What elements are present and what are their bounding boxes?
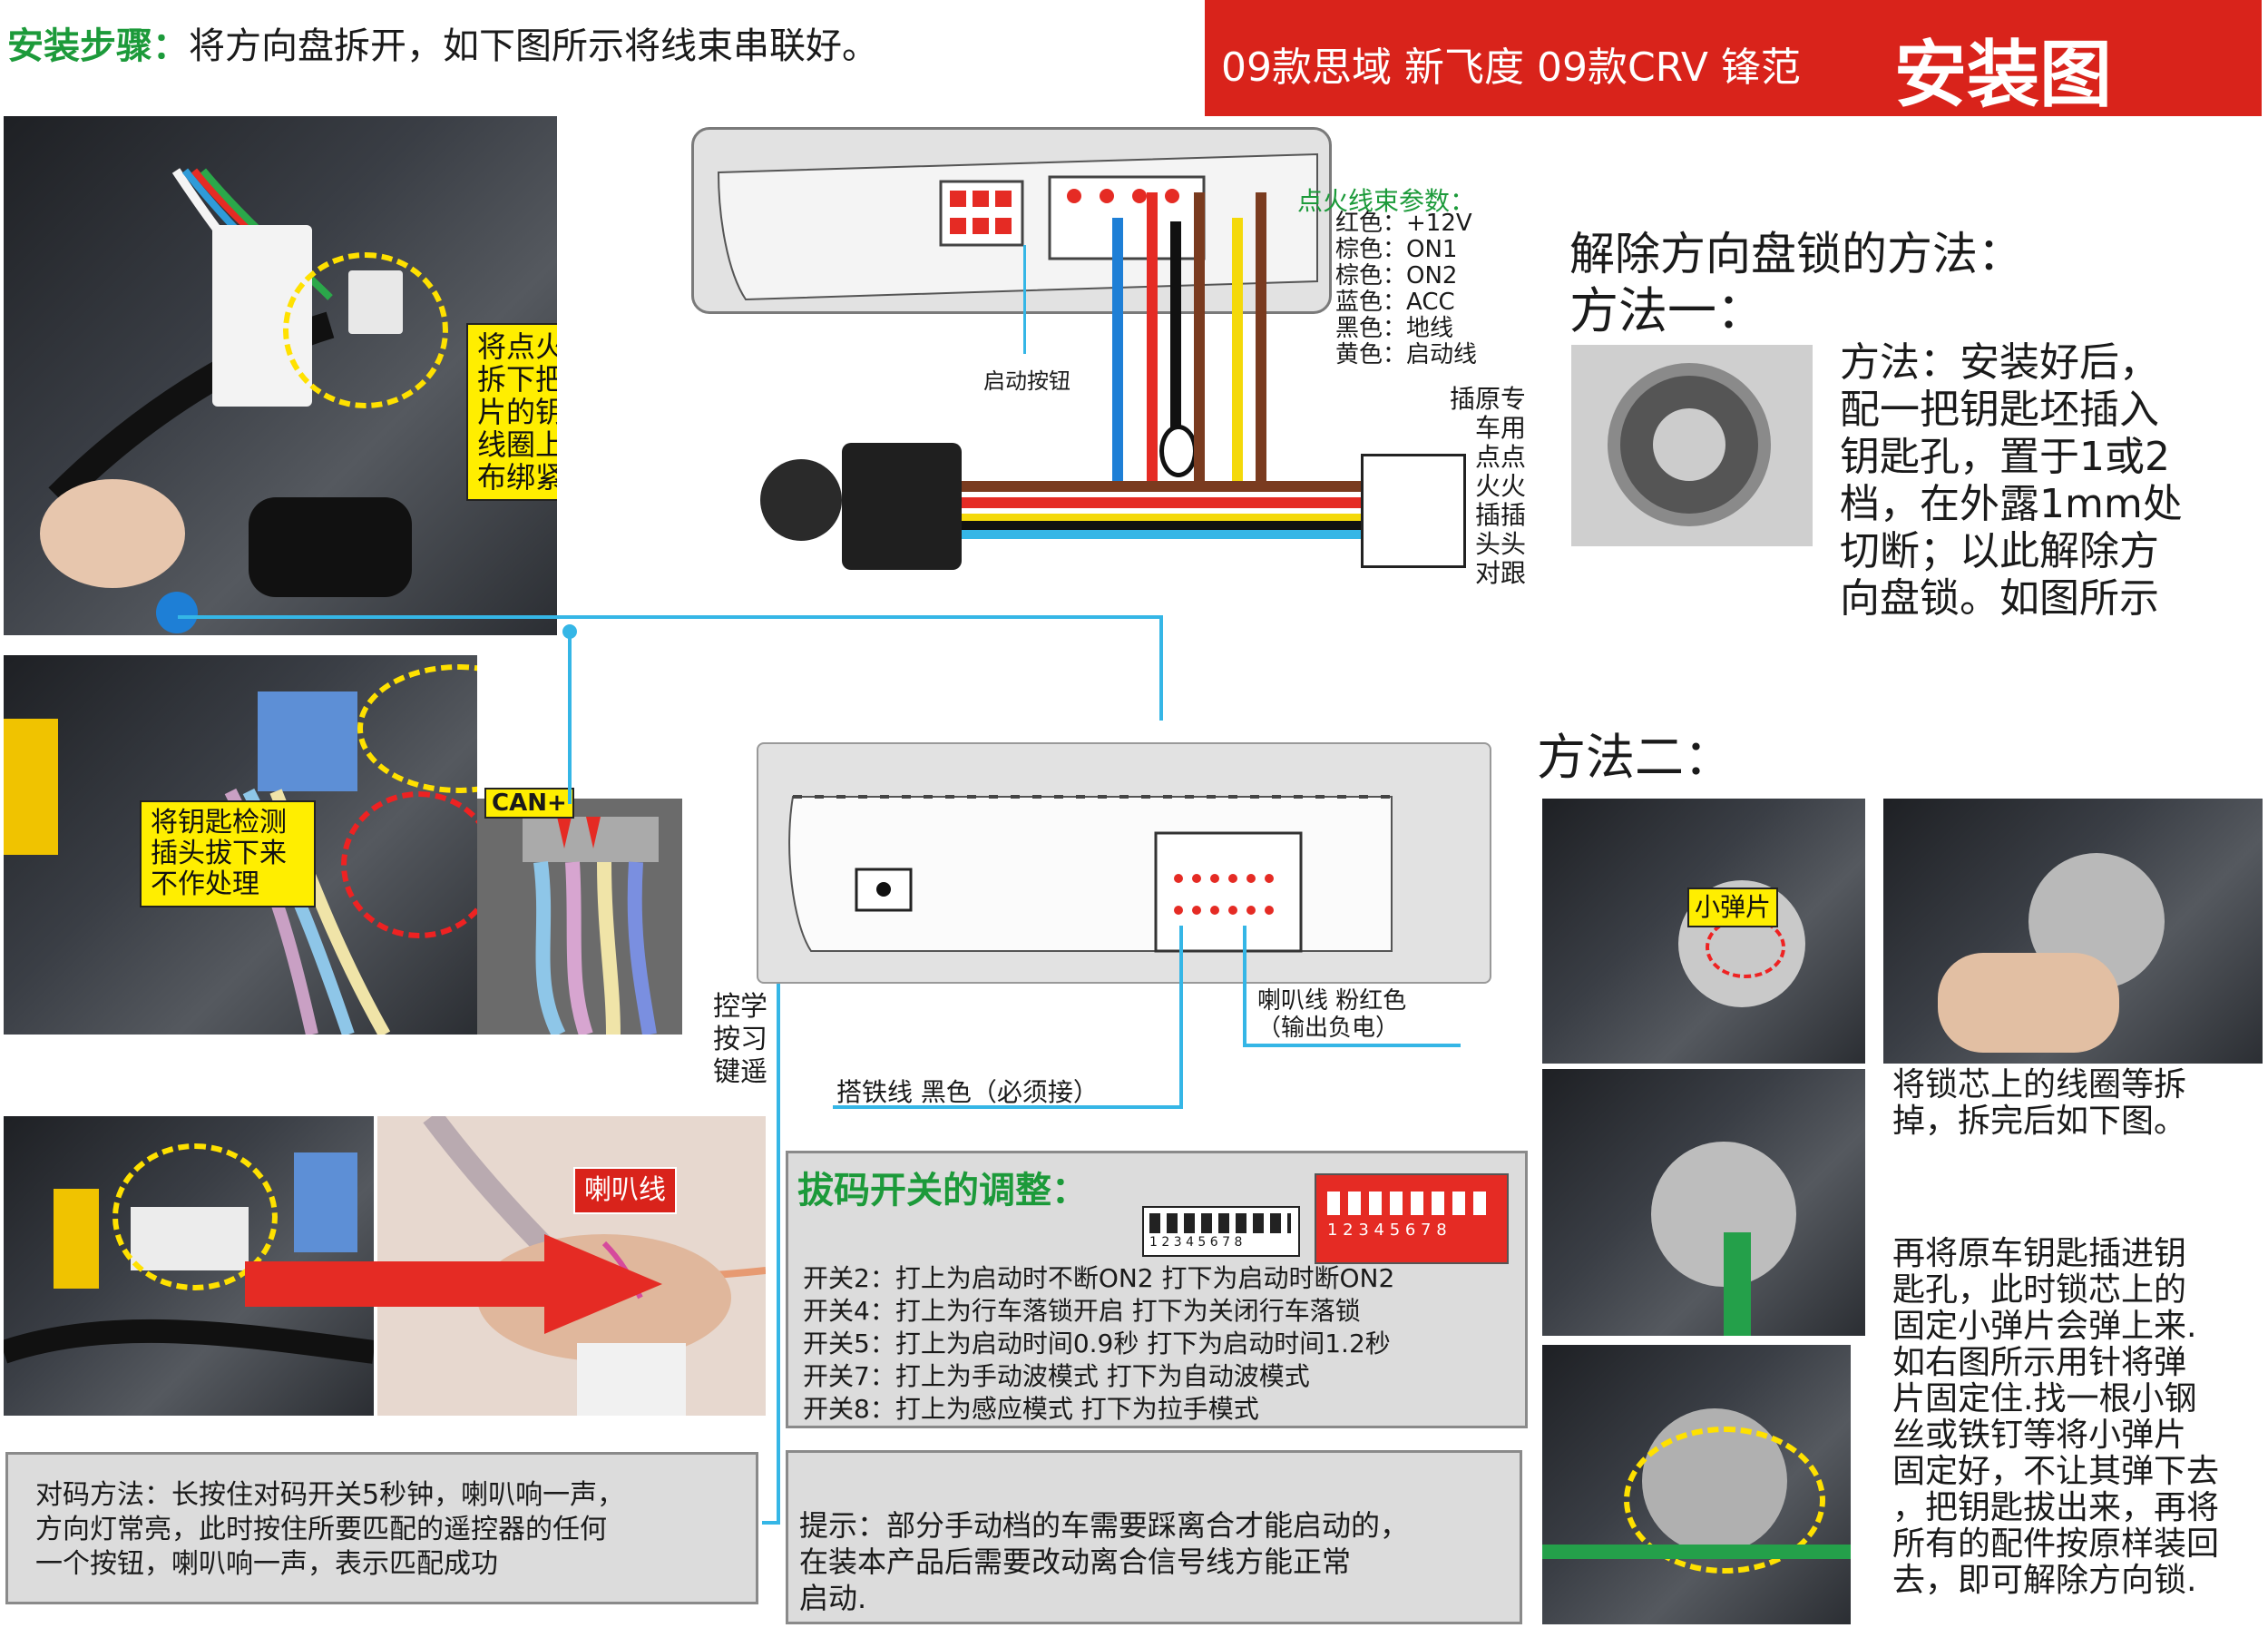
photo-lock-cylinder-1: 小弹片 <box>1542 799 1865 1064</box>
can-wires-illustration <box>523 817 659 1035</box>
dip-numbers-red: 1 2 3 4 5 6 7 8 <box>1327 1221 1447 1240</box>
method2-title: 方法二： <box>1537 729 1733 786</box>
method2-text-b: 再将原车钥匙插进钥 匙孔，此时锁芯上的 固定小弹片会弹上来. 如右图所示用针将弹… <box>1892 1235 2220 1599</box>
harness-brown <box>962 481 1361 492</box>
photo-wires-illustration <box>40 168 412 597</box>
guide-line <box>568 635 572 804</box>
ground-wire-label: 搭铁线 黑色（必须接） <box>836 1077 1099 1107</box>
wire-brown <box>1194 192 1205 481</box>
dip-item-4: 开关4：打上为行车落锁开启 打下为关闭行车落锁 <box>803 1296 1361 1326</box>
key-pointer-dot <box>156 592 198 633</box>
photo2-caption: 将钥匙检测 插头拔下来 不作处理 <box>140 800 316 907</box>
dip-item-8: 开关8：打上为感应模式 打下为拉手模式 <box>803 1394 1259 1424</box>
pairing-box: 对码方法：长按住对码开关5秒钟，喇叭响一声， 方向灯常亮，此时按住所要匹配的遥控… <box>5 1452 758 1604</box>
can-label: CAN+ <box>484 788 574 819</box>
highlight-ellipse <box>1624 1427 1825 1574</box>
photo-can-wires <box>477 799 682 1035</box>
dip-item-7: 开关7：打上为手动波模式 打下为自动波模式 <box>803 1361 1310 1391</box>
photo-ignition-coil: 将点火芯片线圈 拆下把原车带芯 片的钥匙，固定 线圈上面，用胶 布绑紧隐藏起来. <box>4 116 557 635</box>
guide-line <box>178 615 1163 619</box>
dip-switch-red-pins <box>1327 1192 1494 1215</box>
photo-lock-cylinder-3 <box>1542 1069 1865 1336</box>
param-brown-on1: 棕色：ON1 <box>1335 236 1458 263</box>
dip-switch-white: 1 2 3 4 5 6 7 8 <box>1142 1206 1300 1257</box>
param-red: 红色：+12V <box>1335 210 1472 237</box>
photo3-caption: 喇叭线 <box>573 1167 677 1214</box>
title-models: 09款思域 新飞度 09款CRV 锋范 <box>1221 44 1801 91</box>
photo-key-detect: 将钥匙检测 插头拔下来 不作处理 <box>4 655 477 1035</box>
red-arrow <box>245 1234 662 1334</box>
harness-red <box>962 497 1361 508</box>
step-text: 将方向盘拆开，如下图所示将线束串联好。 <box>189 25 878 67</box>
guide-dot <box>562 624 577 639</box>
keyhole-core <box>1653 408 1725 481</box>
param-brown-on2: 棕色：ON2 <box>1335 262 1458 289</box>
dip-switch-red: 1 2 3 4 5 6 7 8 <box>1315 1173 1509 1264</box>
highlight-ellipse-red <box>341 791 477 938</box>
param-blue: 蓝色：ACC <box>1335 289 1455 316</box>
guide-line <box>777 897 780 1523</box>
param-black: 黑色：地线 <box>1335 315 1454 342</box>
key-head <box>760 459 842 541</box>
ignition-connector <box>842 443 962 570</box>
wire-red <box>1147 192 1158 481</box>
guide-line <box>1243 926 1246 1045</box>
highlight-ellipse <box>112 1143 278 1290</box>
black-wire-ring <box>1159 425 1198 477</box>
photo-lock-cylinder-4 <box>1542 1345 1851 1624</box>
horn-wire-label: 喇叭线 粉红色 （输出负电） <box>1257 987 1407 1042</box>
guide-line <box>762 1521 780 1525</box>
dip-item-5: 开关5：打上为启动时间0.9秒 打下为启动时间1.2秒 <box>803 1329 1391 1358</box>
spring-label: 小弹片 <box>1687 888 1779 927</box>
highlight-ellipse <box>283 252 448 408</box>
dip-switch-panel: 拔码开关的调整： 1 2 3 4 5 6 7 8 1 2 3 4 5 6 7 8… <box>786 1151 1528 1428</box>
harness-blue <box>962 530 1361 539</box>
unlock-title: 解除方向盘锁的方法： <box>1569 228 2023 280</box>
tip-box: 提示：部分手动档的车需要踩离合才能启动的， 在装本产品后需要改动离合信号线方能正… <box>786 1450 1522 1624</box>
photo1-caption: 将点火芯片线圈 拆下把原车带芯 片的钥匙，固定 线圈上面，用胶 布绑紧隐藏起来. <box>466 323 557 501</box>
start-button-pointer <box>1023 245 1026 354</box>
start-button-label: 启动按钮 <box>983 368 1070 394</box>
guide-line <box>1179 926 1183 1107</box>
dip-item-2: 开关2：打上为启动时不断ON2 打下为启动时断ON2 <box>803 1263 1395 1293</box>
learn-key-label: 控学 按习 键遥 <box>713 991 767 1088</box>
param-title: 点火线束参数： <box>1297 186 1476 216</box>
dip-numbers: 1 2 3 4 5 6 7 8 <box>1149 1235 1243 1250</box>
original-plug-note: 插原专 车用 点点 火火 插插 头头 对跟 <box>1449 384 1526 588</box>
param-list: 红色：+12V 棕色：ON1 棕色：ON2 蓝色：ACC 黑色：地线 黄色：启动… <box>1335 211 1477 368</box>
green-tool <box>1724 1232 1751 1336</box>
original-plug <box>1361 454 1466 568</box>
wire-black <box>1170 221 1181 428</box>
step-heading: 安装步骤：将方向盘拆开，如下图所示将线束串联好。 <box>7 16 878 69</box>
photo-lock-cylinder-2 <box>1883 799 2263 1064</box>
step-label: 安装步骤： <box>7 25 189 67</box>
wire-brown-2 <box>1256 192 1266 481</box>
title-main: 安装图 <box>1894 33 2112 117</box>
harness-black <box>962 521 1361 530</box>
green-tool <box>1542 1545 1851 1559</box>
title-bar: 09款思域 新飞度 09款CRV 锋范 安装图 <box>1205 0 2262 117</box>
module-bottom-outline <box>788 795 1393 953</box>
method1-title: 方法一： <box>1569 282 1765 339</box>
dip-title: 拔码开关的调整： <box>797 1170 1088 1211</box>
wire-yellow <box>1232 218 1243 481</box>
dip-switch-pins <box>1149 1213 1291 1233</box>
dip-items: 开关2：打上为启动时不断ON2 打下为启动时断ON2 开关4：打上为行车落锁开启… <box>803 1262 1394 1426</box>
method2-text-a: 将锁芯上的线圈等拆 掉，拆完后如下图。 <box>1892 1066 2187 1140</box>
hand-shape <box>1938 953 2119 1053</box>
guide-line <box>1243 1044 1461 1047</box>
photo-keyhole <box>1571 345 1813 546</box>
guide-line <box>1159 615 1163 721</box>
module-top-outline <box>717 152 1318 301</box>
method1-text: 方法：安装好后， 配一把钥匙坯插入 钥匙孔，置于1或2 档，在外露1mm处 切断… <box>1840 339 2183 622</box>
guide-line <box>833 1105 1183 1109</box>
param-yellow: 黄色：启动线 <box>1335 341 1478 368</box>
wire-blue <box>1112 218 1123 481</box>
